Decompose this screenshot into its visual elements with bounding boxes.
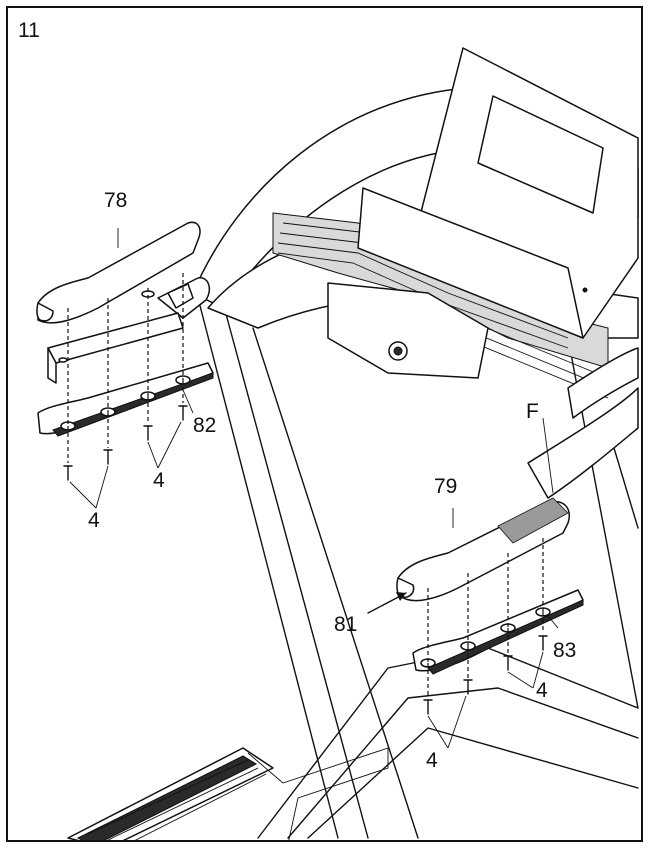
left-screws — [63, 405, 188, 481]
part-81-arrow — [367, 592, 407, 614]
label-part-81: 81 — [334, 613, 358, 636]
left-leader-lines — [69, 228, 194, 509]
label-part-83: 83 — [553, 639, 577, 662]
label-part-79: 79 — [434, 475, 458, 498]
label-part-f: F — [526, 400, 539, 423]
left-alignment-lines — [67, 273, 184, 463]
console-display — [357, 47, 639, 339]
step-number: 11 — [18, 19, 40, 42]
diagram-frame: 11 78 82 4 4 F 79 81 83 4 4 — [6, 6, 643, 842]
treadmill-deck — [67, 747, 389, 840]
left-bracket — [47, 312, 184, 384]
assembly-drawing — [36, 47, 639, 840]
right-screws — [423, 635, 548, 715]
right-leader-lines — [427, 417, 559, 749]
part-78-cap — [36, 221, 201, 324]
part-83-tray — [412, 589, 584, 675]
right-handle-arch — [527, 347, 639, 499]
label-screw-right-upper: 4 — [536, 679, 548, 702]
right-alignment-lines — [427, 538, 544, 698]
label-screw-left-lower: 4 — [88, 509, 100, 532]
label-part-78: 78 — [104, 189, 128, 212]
label-screw-left-upper: 4 — [153, 469, 165, 492]
label-part-82: 82 — [193, 414, 217, 437]
part-79-cap — [396, 497, 570, 602]
label-screw-right-lower: 4 — [426, 749, 438, 772]
